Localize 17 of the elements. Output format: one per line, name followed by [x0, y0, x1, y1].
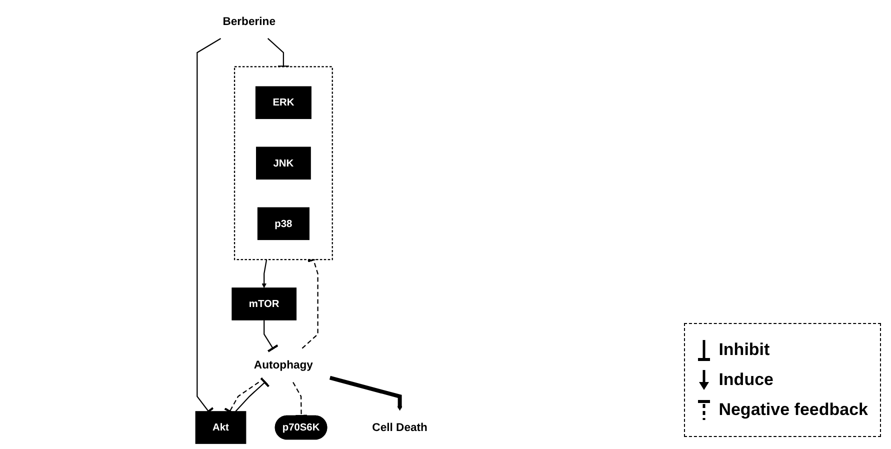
node-box: mTOR — [232, 288, 297, 320]
inhibition-line — [292, 382, 307, 418]
inhibition-line — [235, 377, 270, 412]
arrow — [329, 376, 402, 411]
node-text: Berberine — [222, 15, 276, 28]
cluster — [234, 66, 333, 260]
legend-label: Induce — [718, 370, 774, 390]
inhibition-line — [264, 320, 278, 352]
node-box: ERK — [255, 86, 312, 120]
node-box: Akt — [195, 411, 246, 444]
legend-label: Negative feedback — [718, 400, 868, 420]
legend-label: Inhibit — [718, 340, 770, 360]
node-box: JNK — [256, 146, 311, 180]
arrow — [262, 259, 268, 288]
node-text: Cell Death — [372, 421, 428, 434]
node-box: p38 — [257, 207, 310, 240]
node-text: Autophagy — [254, 359, 313, 372]
